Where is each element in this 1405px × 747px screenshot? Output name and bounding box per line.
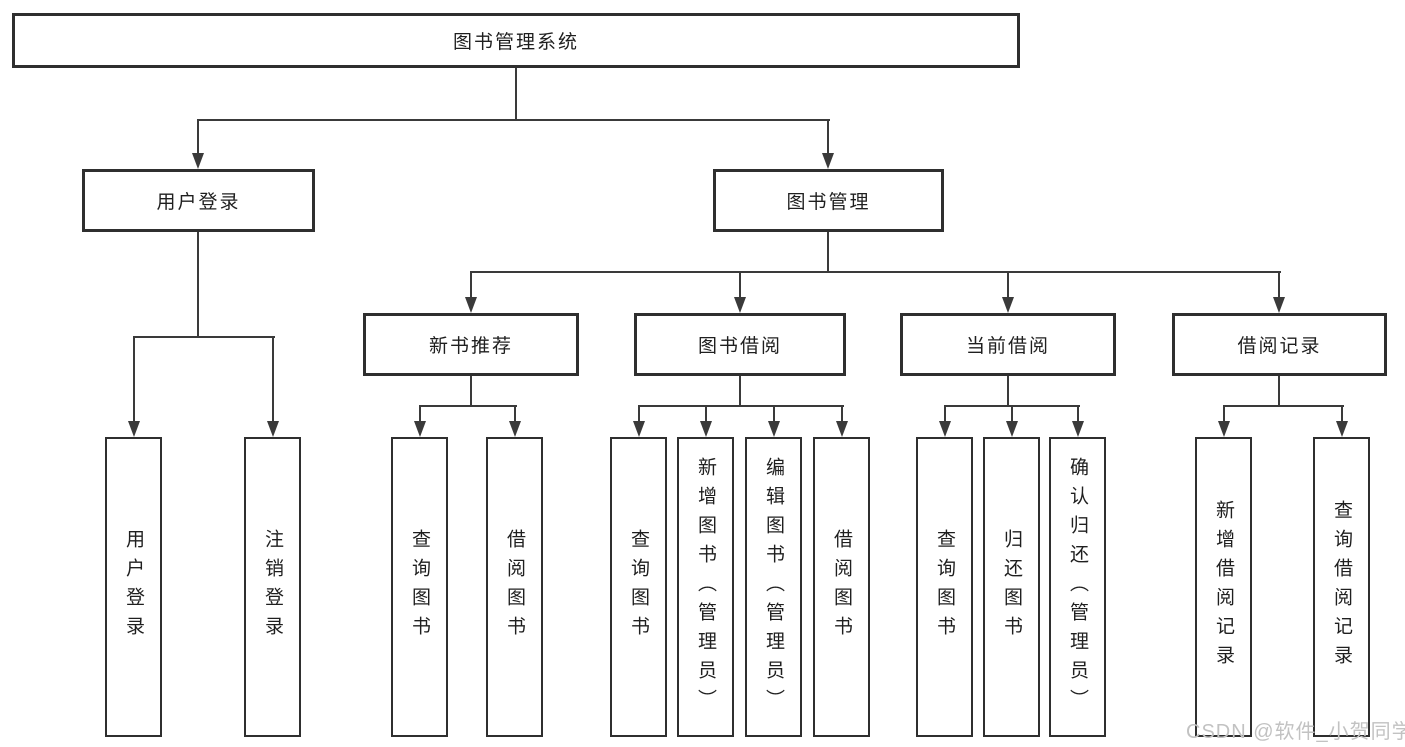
connector-drop — [272, 336, 274, 424]
leaf-borrow-books-label: 借阅图书 — [831, 529, 852, 645]
arrow-down-icon — [1336, 421, 1348, 437]
arrow-down-icon — [267, 421, 279, 437]
node-root: 图书管理系统 — [12, 13, 1020, 68]
connector-recommend-stem — [470, 376, 472, 407]
leaf-borrow-books-recommend: 借阅图书 — [486, 437, 543, 737]
connector-drop — [944, 405, 946, 425]
node-book-borrowing-label: 图书借阅 — [697, 336, 782, 357]
connector-book-mgmt-rail — [470, 271, 1281, 273]
node-book-management-label: 图书管理 — [786, 192, 871, 213]
connector-drop — [197, 119, 199, 155]
connector-user-login-stem — [197, 232, 199, 338]
connector-root-stem — [515, 68, 517, 121]
node-root-label: 图书管理系统 — [452, 32, 579, 53]
arrow-down-icon — [1218, 421, 1230, 437]
leaf-return-books: 归还图书 — [983, 437, 1040, 737]
leaf-query-books-borrowing-label: 查询图书 — [628, 529, 649, 645]
leaf-add-books-admin-label: 新增图书（管理员） — [695, 456, 716, 718]
arrow-down-icon — [1006, 421, 1018, 437]
leaf-query-books-recommend-label: 查询图书 — [409, 529, 430, 645]
leaf-query-books-current: 查询图书 — [916, 437, 973, 737]
leaf-confirm-return-admin: 确认归还（管理员） — [1049, 437, 1106, 737]
arrow-down-icon — [822, 153, 834, 169]
arrow-down-icon — [939, 421, 951, 437]
arrow-down-icon — [734, 297, 746, 313]
connector-drop — [1077, 405, 1079, 425]
leaf-confirm-return-admin-label: 确认归还（管理员） — [1067, 456, 1088, 718]
leaf-borrow-books: 借阅图书 — [813, 437, 870, 737]
connector-borrowing-stem — [739, 376, 741, 407]
leaf-return-books-label: 归还图书 — [1001, 529, 1022, 645]
arrow-down-icon — [509, 421, 521, 437]
arrow-down-icon — [1072, 421, 1084, 437]
connector-drop — [705, 405, 707, 425]
connector-borrowing-rail — [638, 405, 844, 407]
connector-records-stem — [1278, 376, 1280, 407]
leaf-query-books-current-label: 查询图书 — [934, 529, 955, 645]
leaf-add-borrow-record: 新增借阅记录 — [1195, 437, 1252, 737]
leaf-edit-books-admin-label: 编辑图书（管理员） — [763, 456, 784, 718]
connector-drop — [514, 405, 516, 425]
node-user-login: 用户登录 — [82, 169, 315, 232]
node-book-management: 图书管理 — [713, 169, 944, 232]
connector-drop — [470, 271, 472, 299]
leaf-query-borrow-record: 查询借阅记录 — [1313, 437, 1370, 737]
arrow-down-icon — [414, 421, 426, 437]
arrow-down-icon — [192, 153, 204, 169]
arrow-down-icon — [128, 421, 140, 437]
connector-drop — [638, 405, 640, 425]
connector-drop — [827, 119, 829, 155]
leaf-borrow-books-recommend-label: 借阅图书 — [504, 529, 525, 645]
connector-drop — [133, 336, 135, 424]
arrow-down-icon — [465, 297, 477, 313]
leaf-user-login-label: 用户登录 — [123, 529, 144, 645]
watermark: CSDN @软件_小贺同学 — [1186, 721, 1405, 743]
connector-drop — [773, 405, 775, 425]
connector-records-rail — [1223, 405, 1344, 407]
node-borrow-records: 借阅记录 — [1172, 313, 1387, 376]
leaf-query-books-borrowing: 查询图书 — [610, 437, 667, 737]
connector-drop — [841, 405, 843, 425]
leaf-add-borrow-record-label: 新增借阅记录 — [1213, 500, 1234, 674]
node-borrow-records-label: 借阅记录 — [1237, 336, 1322, 357]
node-new-book-recommend: 新书推荐 — [363, 313, 579, 376]
connector-drop — [739, 271, 741, 299]
arrow-down-icon — [1002, 297, 1014, 313]
node-book-borrowing: 图书借阅 — [634, 313, 846, 376]
connector-current-stem — [1007, 376, 1009, 407]
leaf-user-login: 用户登录 — [105, 437, 162, 737]
leaf-add-books-admin: 新增图书（管理员） — [677, 437, 734, 737]
connector-drop — [1278, 271, 1280, 299]
leaf-logout: 注销登录 — [244, 437, 301, 737]
arrow-down-icon — [768, 421, 780, 437]
connector-root-rail — [197, 119, 830, 121]
connector-user-login-rail — [133, 336, 275, 338]
connector-drop — [419, 405, 421, 425]
arrow-down-icon — [836, 421, 848, 437]
connector-drop — [1007, 271, 1009, 299]
connector-drop — [1011, 405, 1013, 425]
connector-book-mgmt-stem — [827, 232, 829, 273]
connector-drop — [1341, 405, 1343, 425]
leaf-edit-books-admin: 编辑图书（管理员） — [745, 437, 802, 737]
arrow-down-icon — [700, 421, 712, 437]
leaf-query-borrow-record-label: 查询借阅记录 — [1331, 500, 1352, 674]
node-current-borrowing: 当前借阅 — [900, 313, 1116, 376]
connector-recommend-rail — [419, 405, 517, 407]
connector-drop — [1223, 405, 1225, 425]
node-user-login-label: 用户登录 — [156, 192, 241, 213]
node-current-borrowing-label: 当前借阅 — [965, 336, 1050, 357]
leaf-query-books-recommend: 查询图书 — [391, 437, 448, 737]
leaf-logout-label: 注销登录 — [262, 529, 283, 645]
node-new-book-recommend-label: 新书推荐 — [428, 336, 513, 357]
arrow-down-icon — [1273, 297, 1285, 313]
arrow-down-icon — [633, 421, 645, 437]
